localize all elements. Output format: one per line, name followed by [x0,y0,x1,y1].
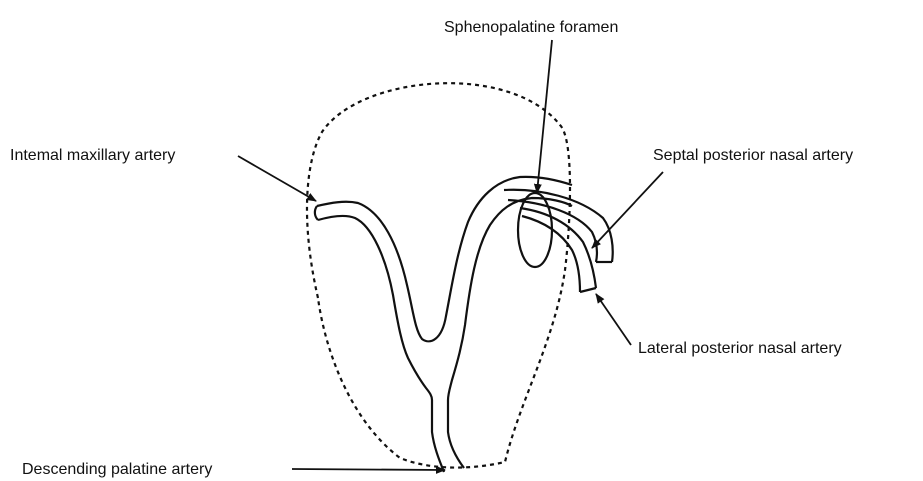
label-septal-posterior-nasal-artery: Septal posterior nasal artery [653,147,853,164]
label-lateral-posterior-nasal-artery: Lateral posterior nasal artery [638,340,842,357]
descending-palatine-artery-left [432,400,444,472]
internal-maxillary-artery-cut-end [315,206,318,220]
arrow-descending-palatine-artery [292,469,445,470]
label-descending-palatine-artery: Descending palatine artery [22,461,212,478]
internal-maxillary-artery-inner [318,216,432,400]
arrow-septal-posterior-nasal-artery [592,172,663,248]
arrow-internal-maxillary-artery [238,156,316,201]
dashed-region-outline [307,83,570,467]
arrow-sphenopalatine-foramen [537,40,552,193]
internal-maxillary-artery-outer [317,177,572,341]
arrow-lateral-posterior-nasal-artery [596,294,631,345]
descending-palatine-artery-right [448,400,464,468]
label-internal-maxillary-artery: Intemal maxillary artery [10,147,175,164]
label-sphenopalatine-foramen: Sphenopalatine foramen [444,19,618,36]
lateral-posterior-nasal-artery-end [580,288,596,292]
